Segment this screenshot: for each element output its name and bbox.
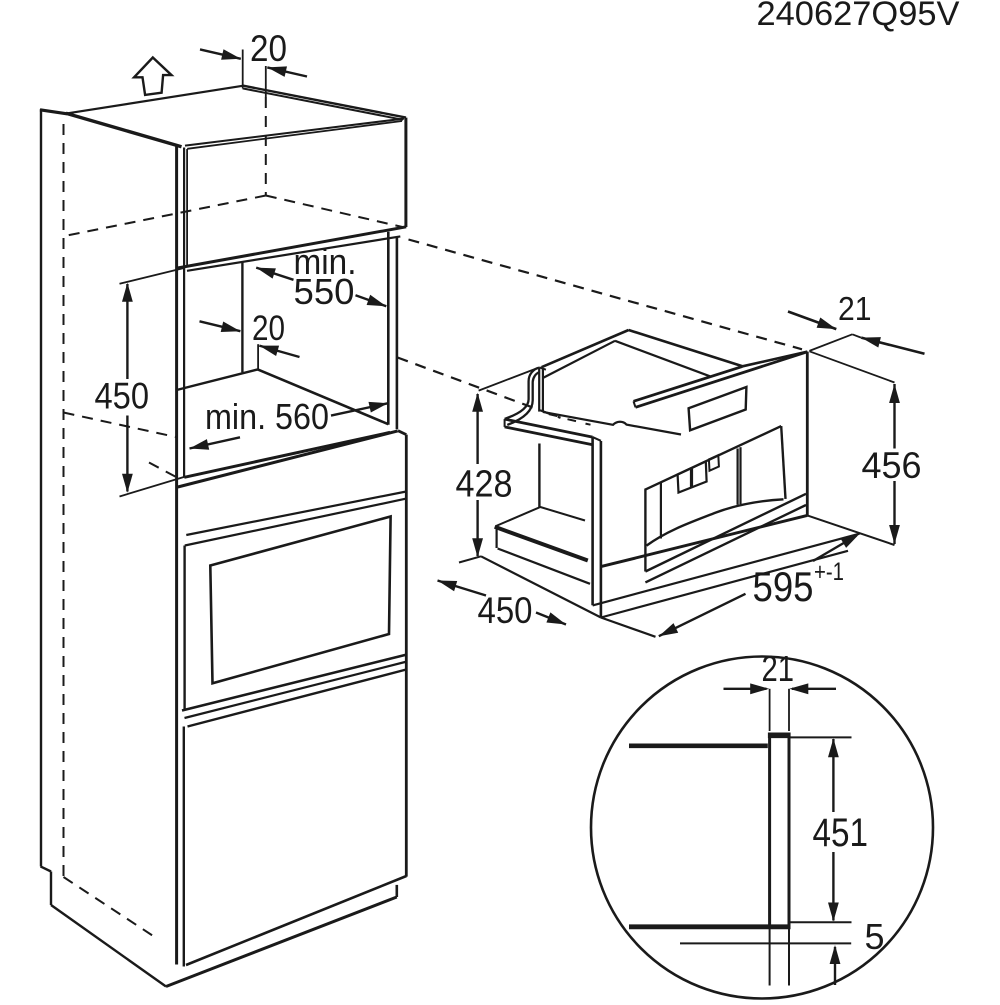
svg-text:20: 20 (252, 309, 285, 348)
svg-text:21: 21 (838, 291, 872, 328)
svg-text:21: 21 (762, 648, 795, 689)
svg-text:450: 450 (95, 376, 150, 417)
svg-text:428: 428 (456, 464, 513, 506)
svg-text:456: 456 (862, 444, 922, 486)
svg-text:451: 451 (813, 811, 869, 855)
svg-text:550: 550 (294, 271, 355, 312)
svg-text:595: 595 (753, 563, 814, 610)
svg-text:240627Q95V: 240627Q95V (757, 0, 960, 33)
svg-text:20: 20 (250, 28, 287, 69)
svg-text:5: 5 (865, 916, 885, 957)
svg-text:min.: min. (294, 241, 357, 282)
svg-text:+-1: +-1 (814, 558, 844, 586)
svg-text:min. 560: min. 560 (205, 396, 329, 437)
svg-text:450: 450 (478, 590, 533, 631)
